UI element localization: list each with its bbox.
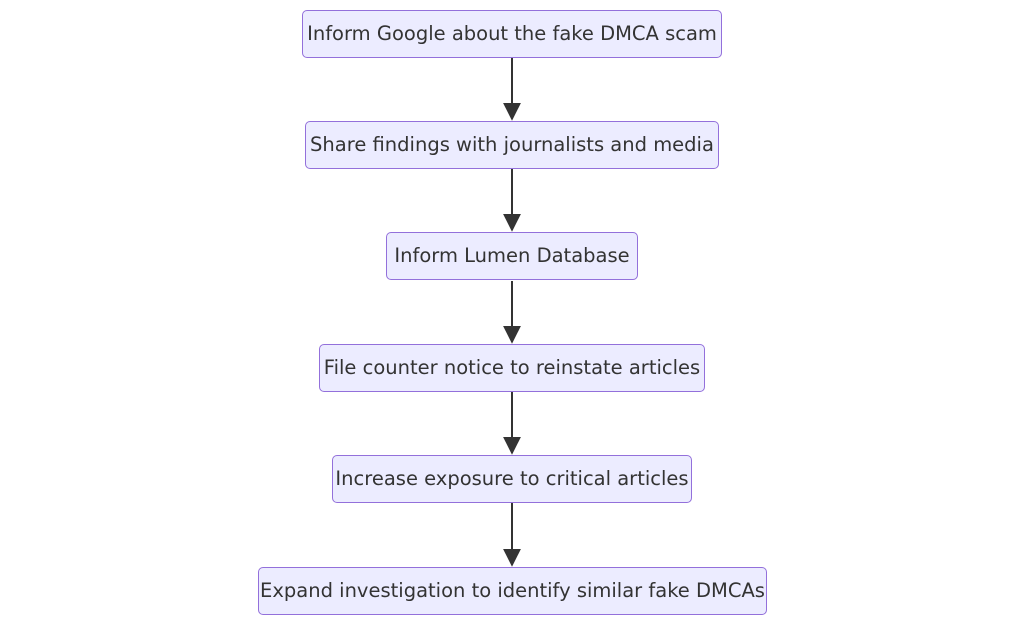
- node-increase-exposure: Increase exposure to critical articles: [332, 455, 692, 503]
- node-share-findings: Share findings with journalists and medi…: [305, 121, 719, 169]
- node-inform-lumen: Inform Lumen Database: [386, 232, 638, 280]
- node-file-counter-notice: File counter notice to reinstate article…: [319, 344, 705, 392]
- node-expand-investigation: Expand investigation to identify similar…: [258, 567, 767, 615]
- node-inform-google: Inform Google about the fake DMCA scam: [302, 10, 722, 58]
